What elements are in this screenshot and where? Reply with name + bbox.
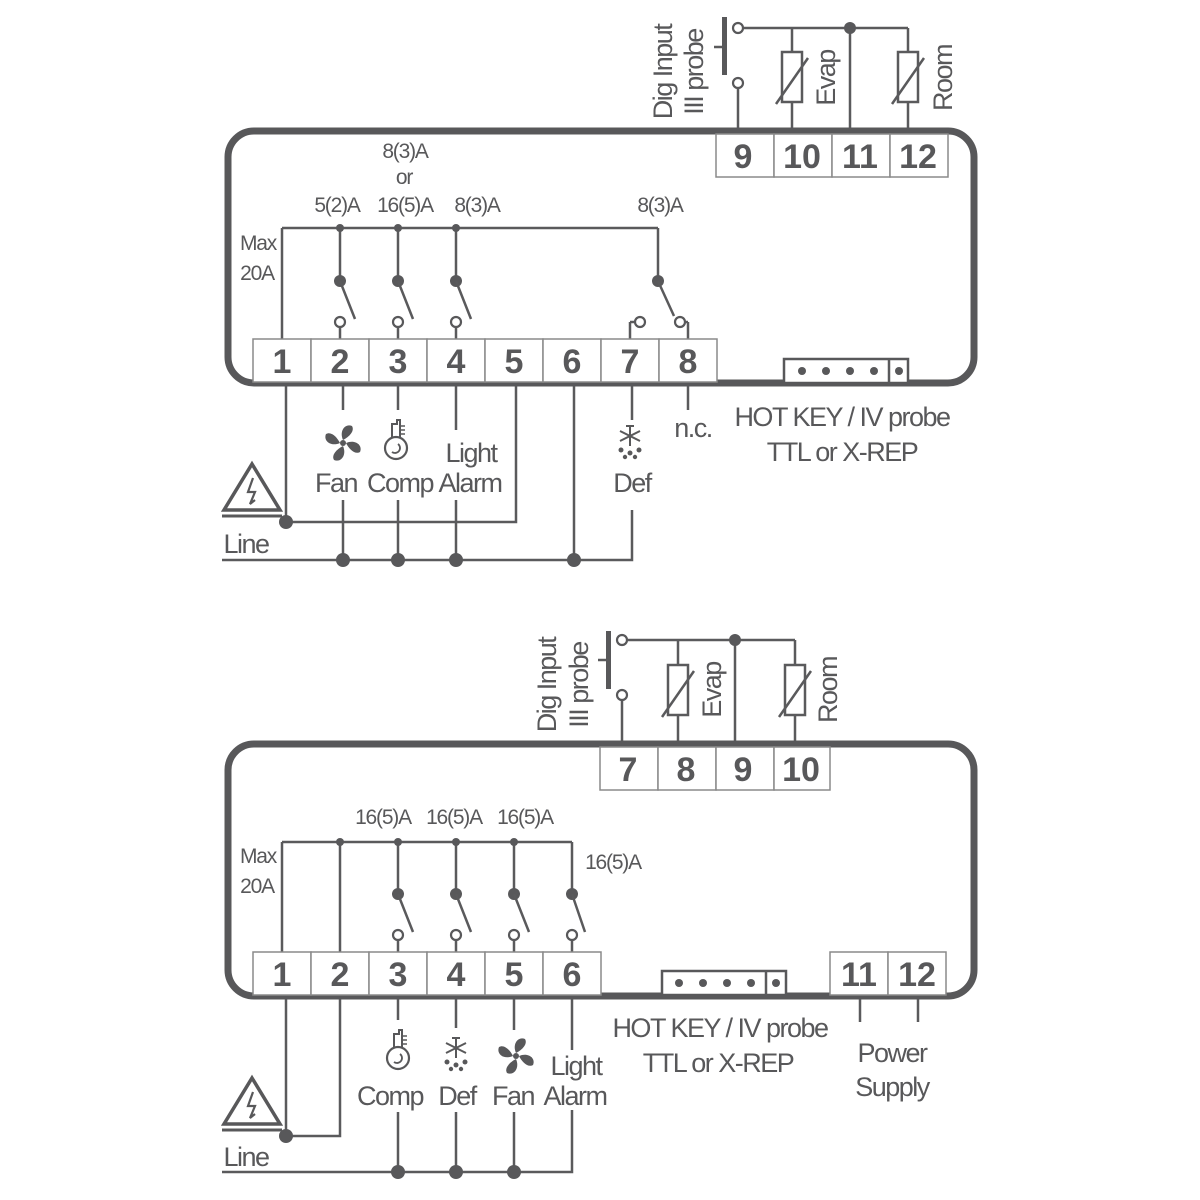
relays-top: 5(2)A 8(3)A or 16(5)A 8(3)A 8(3)A Max 20… <box>240 140 690 339</box>
label-room: Room <box>813 657 843 723</box>
terminal-block-11-12: 11 12 Power Supply <box>829 951 947 1102</box>
diagram-top: Dig Input III probe Evap Room 9 10 11 12… <box>220 17 978 567</box>
label-room: Room <box>928 45 958 111</box>
load-light: Light <box>550 1051 603 1081</box>
defrost-icon <box>617 425 643 461</box>
warning-high-voltage-icon <box>220 462 284 518</box>
probe-wiring-bottom: Dig Input III probe Evap Room <box>532 631 843 747</box>
terminal-1: 1 <box>273 343 292 381</box>
load-light: Light <box>445 438 498 468</box>
terminal-block-9-12: 9 10 11 12 <box>715 133 949 178</box>
load-alarm: Alarm <box>438 468 501 498</box>
load-alarm: Alarm <box>543 1081 606 1111</box>
load-fan: Fan <box>492 1081 535 1111</box>
load-wiring-bottom: Comp Def Fan Light Alarm Line <box>220 999 608 1179</box>
terminal-block-1-8: 1 2 3 4 5 6 7 8 <box>252 338 718 383</box>
terminal-8: 8 <box>679 343 698 381</box>
label-iii-probe: III probe <box>679 29 709 115</box>
terminal-6: 6 <box>563 956 582 994</box>
rating-light: 8(3)A <box>454 194 501 217</box>
max-label-1: Max <box>240 232 278 255</box>
power-label-2: Supply <box>855 1072 931 1102</box>
load-nc: n.c. <box>674 413 712 443</box>
terminal-9: 9 <box>734 138 753 176</box>
terminal-11: 11 <box>842 138 878 176</box>
terminal-5: 5 <box>505 343 524 381</box>
digital-input-switch <box>606 631 611 689</box>
rating-comp-1: 8(3)A <box>382 140 429 163</box>
label-evap: Evap <box>697 662 727 718</box>
hotkey-label-2: TTL or X-REP <box>767 437 918 467</box>
terminal-6: 6 <box>563 343 582 381</box>
terminal-3: 3 <box>389 343 408 381</box>
room-probe-resistor <box>890 50 926 105</box>
room-probe-resistor <box>777 663 813 718</box>
warning-high-voltage-icon <box>220 1076 284 1132</box>
load-wiring-top: Fan Comp Light Alarm Def n.c. Line <box>220 386 713 567</box>
compressor-icon <box>383 418 409 461</box>
terminal-12: 12 <box>898 956 936 994</box>
controller-body-top <box>224 127 978 387</box>
terminal-3: 3 <box>389 956 408 994</box>
terminal-7: 7 <box>619 751 638 789</box>
load-comp: Comp <box>367 468 434 498</box>
terminal-12: 12 <box>899 138 937 176</box>
hotkey-label-1: HOT KEY / IV probe <box>612 1013 828 1043</box>
max-label-2: 20A <box>240 262 275 285</box>
terminal-4: 4 <box>447 343 466 381</box>
terminal-9: 9 <box>734 751 753 789</box>
rating-light-alarm: 16(5)A <box>585 851 642 874</box>
digital-input-switch <box>722 17 727 75</box>
line-label: Line <box>223 1142 269 1172</box>
label-iii-probe: III probe <box>564 642 594 728</box>
diagram-bottom: Dig Input III probe Evap Room 7 8 9 10 1… <box>220 631 978 1179</box>
evap-probe-resistor <box>774 50 810 105</box>
fan-icon <box>498 1038 534 1074</box>
terminal-7: 7 <box>621 343 640 381</box>
rating-def: 8(3)A <box>637 194 684 217</box>
load-def: Def <box>613 468 653 498</box>
terminal-11: 11 <box>841 956 877 994</box>
hotkey-label-1: HOT KEY / IV probe <box>734 402 950 432</box>
terminal-10: 10 <box>782 751 820 789</box>
terminal-block-1-6: 1 2 3 4 5 6 <box>252 951 602 996</box>
max-label-2: 20A <box>240 875 275 898</box>
rating-def: 16(5)A <box>426 806 483 829</box>
rating-comp-or: or <box>396 166 413 189</box>
line-label: Line <box>223 529 269 559</box>
terminal-2: 2 <box>331 956 350 994</box>
terminal-8: 8 <box>677 751 696 789</box>
rating-comp: 16(5)A <box>355 806 412 829</box>
load-fan: Fan <box>315 468 358 498</box>
load-comp: Comp <box>357 1081 424 1111</box>
terminal-1: 1 <box>273 956 292 994</box>
label-evap: Evap <box>811 50 841 106</box>
hotkey-label-2: TTL or X-REP <box>643 1048 794 1078</box>
compressor-icon <box>385 1028 411 1071</box>
rating-fan: 16(5)A <box>497 806 554 829</box>
rating-fan: 5(2)A <box>314 194 361 217</box>
hotkey-connector-bottom: HOT KEY / IV probe TTL or X-REP <box>612 969 830 1078</box>
terminal-10: 10 <box>783 138 821 176</box>
terminal-4: 4 <box>447 956 466 994</box>
fan-icon <box>325 425 361 461</box>
terminal-5: 5 <box>505 956 524 994</box>
hotkey-connector-top: HOT KEY / IV probe TTL or X-REP <box>734 357 952 467</box>
terminal-2: 2 <box>331 343 350 381</box>
relays-bottom: 16(5)A 16(5)A 16(5)A 16(5)A Max 20A <box>240 806 643 952</box>
evap-probe-resistor <box>660 663 696 718</box>
probe-wiring-top: Dig Input III probe Evap Room <box>648 17 958 133</box>
label-dig-input: Dig Input <box>648 23 678 120</box>
defrost-icon <box>443 1037 469 1073</box>
label-dig-input: Dig Input <box>532 636 562 733</box>
terminal-block-7-10: 7 8 9 10 <box>599 746 831 791</box>
max-label-1: Max <box>240 845 278 868</box>
controller-body-bottom <box>224 740 978 1000</box>
power-label-1: Power <box>857 1038 928 1068</box>
rating-comp-2: 16(5)A <box>377 194 434 217</box>
load-def: Def <box>438 1081 478 1111</box>
